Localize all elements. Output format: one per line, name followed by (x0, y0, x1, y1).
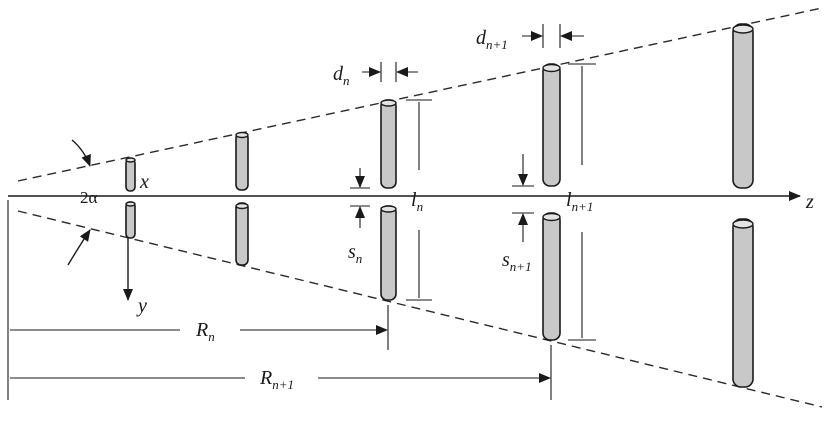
r-n-plus-1-label: Rn+1 (259, 367, 294, 392)
element-n (380, 99, 397, 301)
d-n-plus-1-dimension (522, 24, 584, 48)
r-n-dimension (7, 200, 389, 400)
s-n-label: sn (348, 241, 362, 266)
upper-envelope-line (17, 7, 823, 182)
d-n-plus-1-label: dn+1 (476, 27, 508, 52)
element-1 (125, 157, 136, 239)
d-n-label: dn (333, 63, 350, 88)
s-n-plus-1-label: sn+1 (502, 249, 532, 274)
x-label: x (139, 171, 149, 193)
z-label: z (805, 191, 814, 213)
element-5 (732, 23, 754, 388)
s-n-dimension (350, 168, 370, 228)
y-label: y (136, 295, 147, 317)
alpha-lower-arrow (67, 229, 91, 266)
l-n-plus-1-label: ln+1 (566, 189, 593, 214)
element-2 (235, 131, 249, 266)
l-n-plus-1-dimension (568, 63, 596, 341)
s-n-plus-1-dimension (512, 154, 534, 242)
lower-envelope-line (17, 210, 823, 408)
element-n-plus-1 (542, 63, 561, 341)
l-n-dimension (406, 99, 432, 301)
r-n-label: Rn (195, 319, 215, 344)
alpha-upper-arrow (71, 139, 91, 167)
alpha-label: 2α (80, 188, 98, 207)
l-n-label: ln (411, 189, 423, 214)
d-n-dimension (362, 62, 418, 82)
r-n-plus-1-dimension (10, 345, 552, 400)
